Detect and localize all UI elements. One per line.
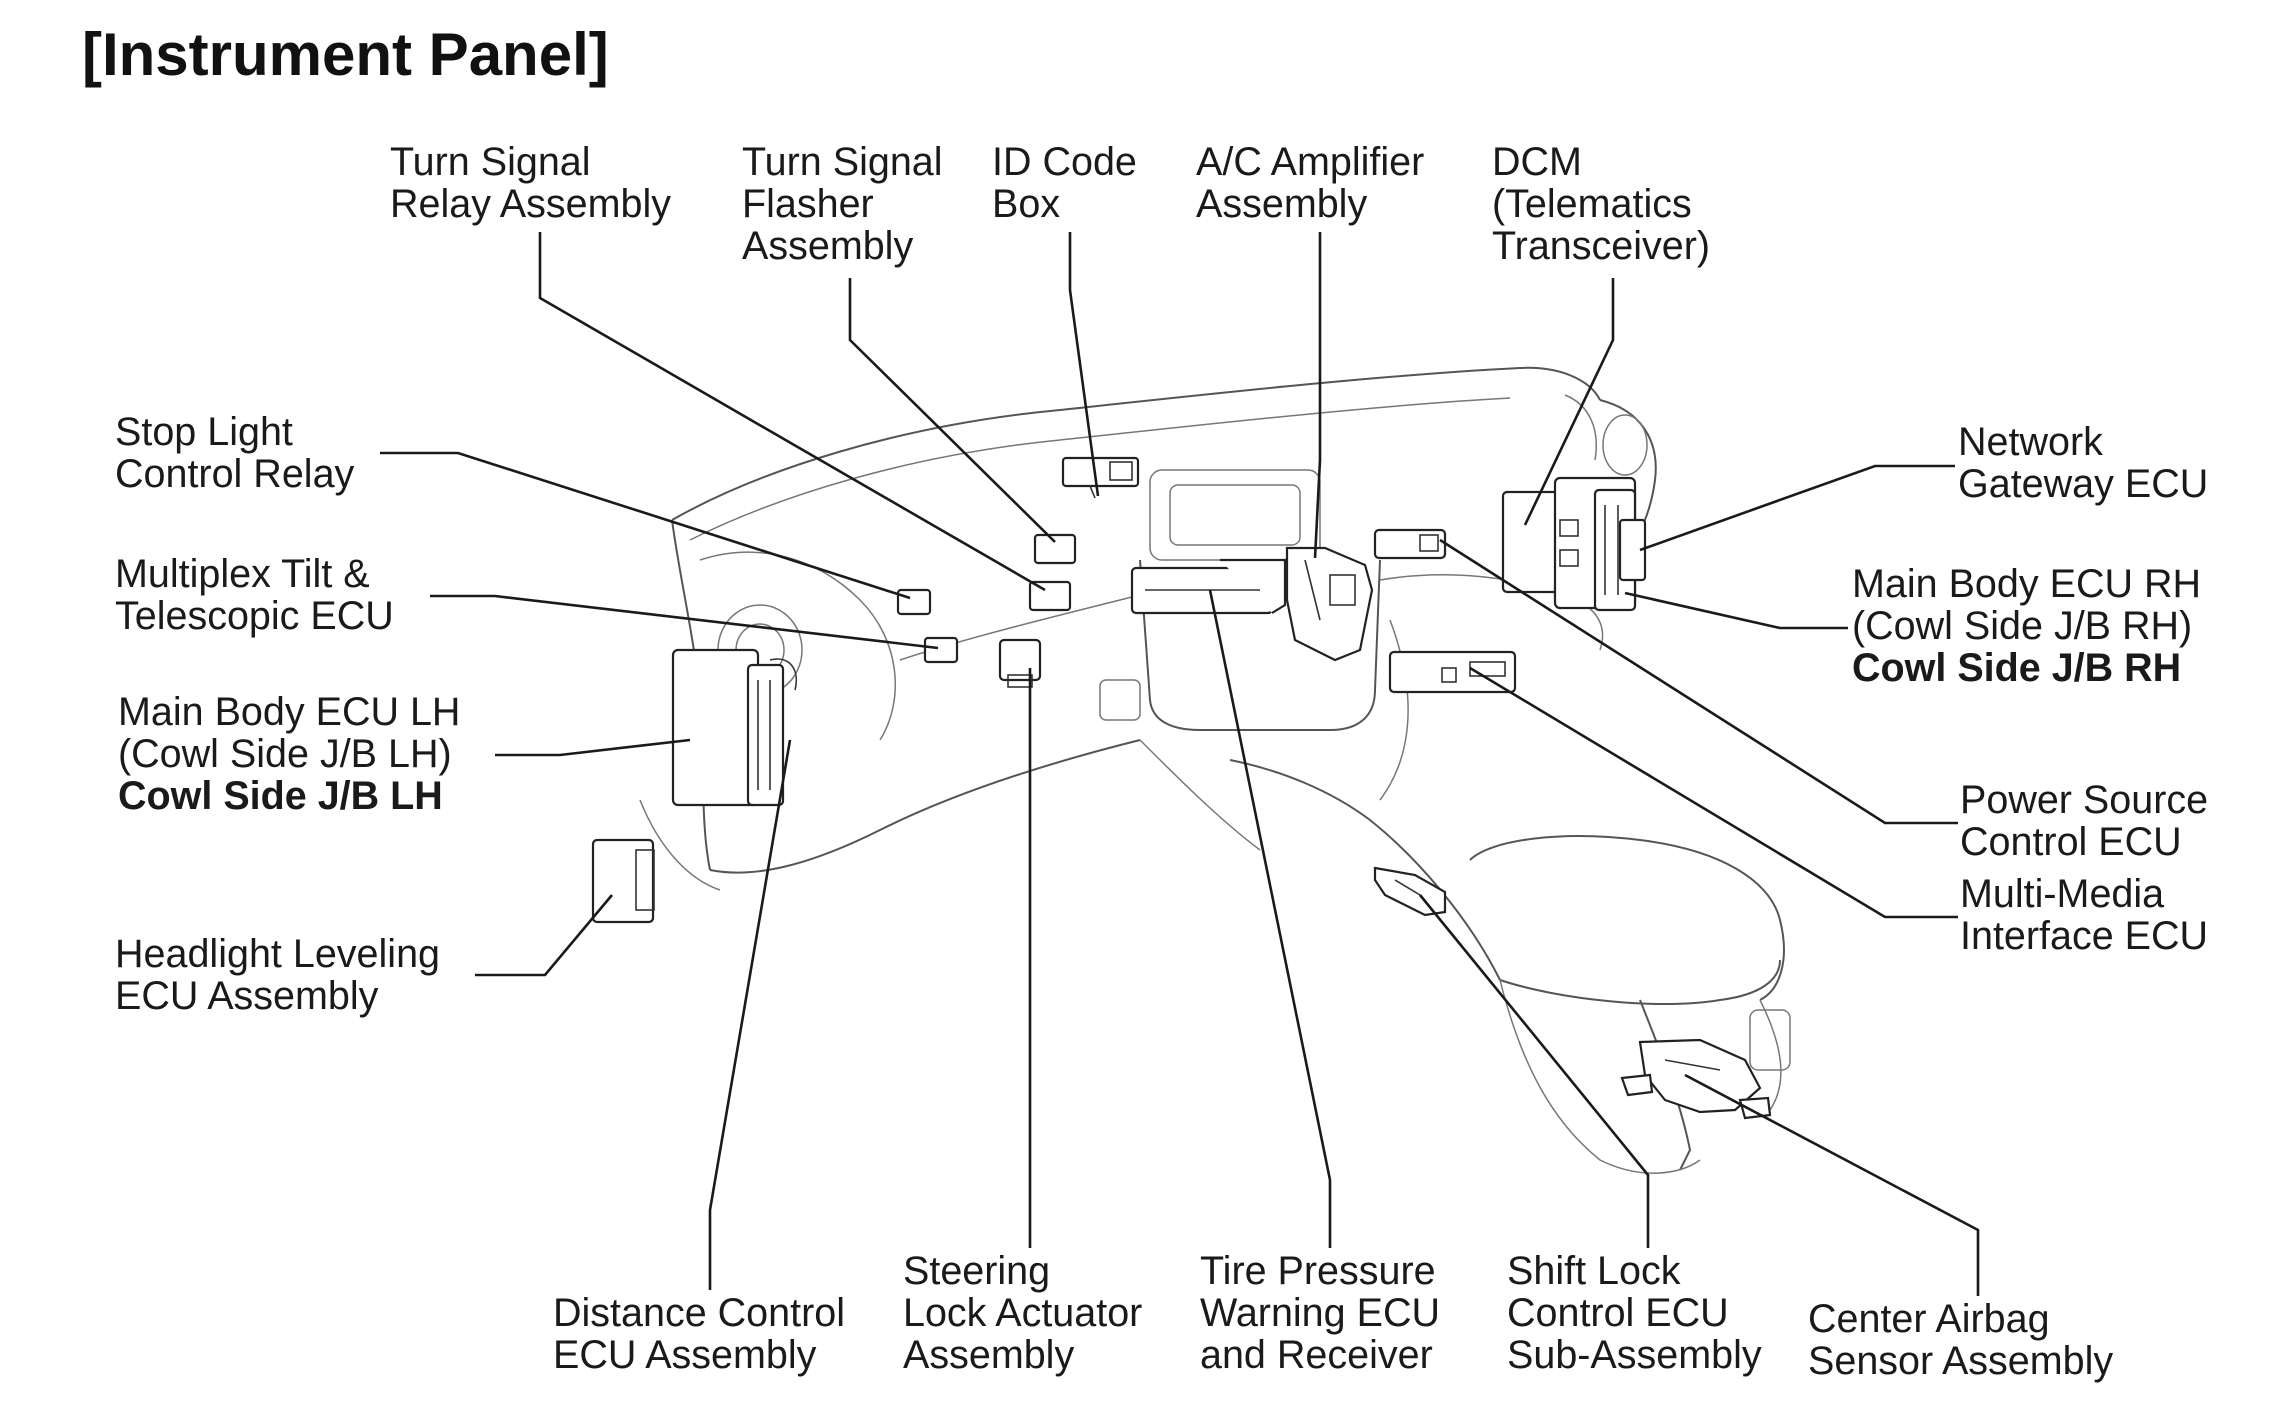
svg-text:Distance Control: Distance Control bbox=[553, 1291, 845, 1335]
label-ac-amplifier: A/C Amplifier Assembly bbox=[1196, 140, 1424, 226]
leader-dcm bbox=[1523, 278, 1615, 526]
svg-text:Sensor Assembly: Sensor Assembly bbox=[1808, 1339, 2113, 1383]
label-center-airbag: Center Airbag Sensor Assembly bbox=[1808, 1297, 2113, 1383]
component-multiplex-tilt bbox=[923, 636, 959, 664]
component-stop-light-relay bbox=[896, 588, 932, 616]
svg-text:Flasher: Flasher bbox=[742, 182, 874, 226]
svg-text:Control ECU: Control ECU bbox=[1507, 1291, 1729, 1335]
svg-text:Gateway ECU: Gateway ECU bbox=[1958, 462, 2208, 506]
leader-ac-amplifier bbox=[1313, 232, 1322, 559]
leader-shift-lock bbox=[1418, 894, 1650, 1248]
leader-lines bbox=[380, 232, 1980, 1296]
leader-multi-media bbox=[1469, 666, 1958, 919]
svg-text:Stop Light: Stop Light bbox=[115, 410, 293, 454]
leader-power-source bbox=[1439, 538, 1958, 825]
svg-text:(Telematics: (Telematics bbox=[1492, 182, 1692, 226]
svg-text:(Cowl Side J/B LH): (Cowl Side J/B LH) bbox=[118, 732, 452, 776]
leader-center-airbag bbox=[1684, 1073, 1980, 1296]
svg-text:Multi-Media: Multi-Media bbox=[1960, 872, 2164, 916]
leader-main-body-lh bbox=[495, 738, 691, 757]
leader-main-body-rh bbox=[1624, 591, 1848, 630]
component-turn-signal-flasher bbox=[1033, 533, 1077, 565]
leader-id-code-box bbox=[1068, 232, 1100, 497]
component-main-body-lh bbox=[671, 648, 797, 807]
svg-text:Cowl Side J/B RH: Cowl Side J/B RH bbox=[1852, 646, 2181, 690]
label-distance-control: Distance Control ECU Assembly bbox=[553, 1291, 845, 1377]
svg-text:Warning ECU: Warning ECU bbox=[1200, 1291, 1440, 1335]
label-turn-signal-relay: Turn Signal Relay Assembly bbox=[390, 140, 671, 226]
component-power-source bbox=[1373, 528, 1447, 560]
leader-distance-control bbox=[708, 739, 792, 1290]
svg-text:ECU Assembly: ECU Assembly bbox=[115, 974, 379, 1018]
label-power-source: Power Source Control ECU bbox=[1960, 778, 2208, 864]
label-dcm: DCM (Telematics Transceiver) bbox=[1492, 140, 1710, 268]
svg-text:Shift Lock: Shift Lock bbox=[1507, 1249, 1681, 1293]
svg-text:Turn Signal: Turn Signal bbox=[742, 140, 943, 184]
component-turn-signal-relay bbox=[1028, 580, 1072, 612]
label-multi-media: Multi-Media Interface ECU bbox=[1960, 872, 2208, 958]
svg-text:Control ECU: Control ECU bbox=[1960, 820, 2182, 864]
svg-text:Power Source: Power Source bbox=[1960, 778, 2208, 822]
svg-text:Tire Pressure: Tire Pressure bbox=[1200, 1249, 1436, 1293]
svg-text:Relay Assembly: Relay Assembly bbox=[390, 182, 671, 226]
svg-text:Steering: Steering bbox=[903, 1249, 1050, 1293]
label-id-code-box: ID Code Box bbox=[992, 140, 1137, 226]
svg-text:A/C Amplifier: A/C Amplifier bbox=[1196, 140, 1424, 184]
label-turn-signal-flasher: Turn Signal Flasher Assembly bbox=[742, 140, 943, 268]
svg-text:Lock Actuator: Lock Actuator bbox=[903, 1291, 1142, 1335]
label-shift-lock: Shift Lock Control ECU Sub-Assembly bbox=[1507, 1249, 1762, 1377]
label-steering-lock: Steering Lock Actuator Assembly bbox=[903, 1249, 1142, 1377]
component-steering-lock bbox=[998, 638, 1042, 688]
svg-text:and Receiver: and Receiver bbox=[1200, 1333, 1433, 1377]
svg-text:Assembly: Assembly bbox=[742, 224, 913, 268]
leader-tire-pressure bbox=[1208, 589, 1332, 1248]
component-shift-lock bbox=[1373, 866, 1447, 917]
label-multiplex-tilt: Multiplex Tilt & Telescopic ECU bbox=[115, 552, 394, 638]
svg-text:Assembly: Assembly bbox=[903, 1333, 1074, 1377]
svg-text:Main Body ECU RH: Main Body ECU RH bbox=[1852, 562, 2201, 606]
svg-text:ECU Assembly: ECU Assembly bbox=[553, 1333, 817, 1377]
svg-text:Assembly: Assembly bbox=[1196, 182, 1367, 226]
svg-text:Control Relay: Control Relay bbox=[115, 452, 355, 496]
svg-text:ID Code: ID Code bbox=[992, 140, 1137, 184]
leader-turn-signal-relay bbox=[538, 232, 1046, 592]
leader-headlight-leveling bbox=[475, 894, 613, 977]
component-network-gateway bbox=[1618, 518, 1647, 582]
component-id-code-box bbox=[1061, 456, 1140, 499]
svg-text:Headlight Leveling: Headlight Leveling bbox=[115, 932, 440, 976]
component-tire-pressure bbox=[1130, 558, 1287, 615]
svg-text:Center Airbag: Center Airbag bbox=[1808, 1297, 2050, 1341]
component-headlight-leveling bbox=[591, 838, 655, 924]
component-multi-media bbox=[1388, 650, 1517, 694]
label-headlight-leveling: Headlight Leveling ECU Assembly bbox=[115, 932, 440, 1018]
page-title: [Instrument Panel] bbox=[82, 21, 609, 88]
svg-text:Network: Network bbox=[1958, 420, 2103, 464]
label-tire-pressure: Tire Pressure Warning ECU and Receiver bbox=[1200, 1249, 1440, 1377]
svg-text:Telescopic ECU: Telescopic ECU bbox=[115, 594, 394, 638]
svg-text:DCM: DCM bbox=[1492, 140, 1582, 184]
svg-text:Transceiver): Transceiver) bbox=[1492, 224, 1710, 268]
leader-stop-light-relay bbox=[380, 451, 911, 600]
component-center-airbag bbox=[1620, 1038, 1772, 1120]
svg-text:Multiplex Tilt &: Multiplex Tilt & bbox=[115, 552, 370, 596]
svg-text:Box: Box bbox=[992, 182, 1060, 226]
leader-turn-signal-flasher bbox=[848, 278, 1056, 543]
svg-text:Sub-Assembly: Sub-Assembly bbox=[1507, 1333, 1762, 1377]
component-ac-amplifier bbox=[1285, 546, 1374, 662]
svg-text:Turn Signal: Turn Signal bbox=[390, 140, 591, 184]
label-main-body-lh: Main Body ECU LH (Cowl Side J/B LH) Cowl… bbox=[118, 690, 460, 818]
label-main-body-rh: Main Body ECU RH (Cowl Side J/B RH) Cowl… bbox=[1852, 562, 2201, 690]
leader-multiplex-tilt bbox=[430, 594, 939, 650]
label-stop-light-relay: Stop Light Control Relay bbox=[115, 410, 355, 496]
svg-text:Interface ECU: Interface ECU bbox=[1960, 914, 2208, 958]
svg-text:Main Body ECU LH: Main Body ECU LH bbox=[118, 690, 460, 734]
svg-text:Cowl Side J/B LH: Cowl Side J/B LH bbox=[118, 774, 443, 818]
leader-network-gateway bbox=[1639, 464, 1955, 552]
svg-text:(Cowl Side J/B RH): (Cowl Side J/B RH) bbox=[1852, 604, 2192, 648]
label-network-gateway: Network Gateway ECU bbox=[1958, 420, 2208, 506]
